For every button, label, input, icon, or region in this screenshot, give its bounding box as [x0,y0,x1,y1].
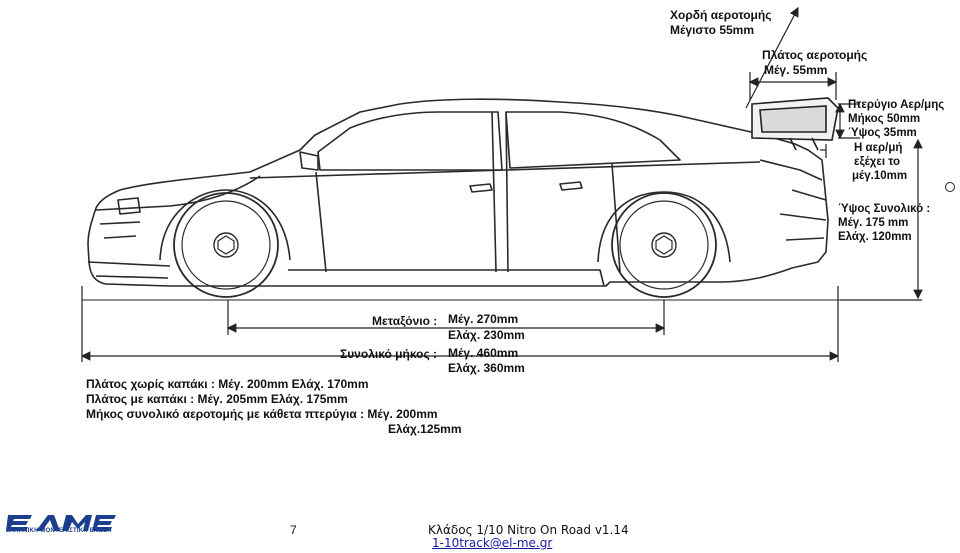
total-length-label: Συνολικό μήκος : [340,347,438,361]
overhang-line-3: μέγ.10mm [852,170,908,182]
total-height-title: Ύψος Συνολικό : [838,203,931,215]
fin-title: Πτερύγιο Αερ/μης [848,99,945,111]
total-height-min: Ελάχ. 120mm [838,231,912,243]
email-link[interactable]: 1-10track@el-me.gr [432,536,553,550]
front-wheel [159,189,291,298]
overhang-line-2: εξέχει το [854,156,901,168]
logo-caption: ΕΛΛΗΝΙΚΗ ΜΟΝΤΕΛΙΣΤΙΚΗ ΕΝΩΣΗ [6,528,112,534]
chord-max: Μέγιστο 55mm [670,23,754,37]
overhang-line-1: Η αερ/μή [854,142,903,154]
total-length-max: Μέγ. 460mm [448,346,519,360]
wing-total-min: Ελάχ.125mm [388,422,462,436]
wheelbase-label: Μεταξόνιο : [372,314,438,328]
fin-height: Ύψος 35mm [848,127,917,139]
document-title: Κλάδος 1/10 Nitro On Road v1.14 [428,523,629,537]
circle-mark [945,182,955,192]
wing-total-length: Μήκος συνολικό αεροτομής με κάθετα πτερύ… [86,407,438,421]
width-with-body: Πλάτος με καπάκι : Μέγ. 205mm Ελάχ. 175m… [86,392,348,406]
elme-logo [6,515,116,531]
total-length-min: Ελάχ. 360mm [448,361,525,375]
fin-length: Μήκος 50mm [848,113,921,125]
wing-width-max: Μέγ. 55mm [764,63,828,77]
page-number: 7 [290,523,297,537]
chord-title: Χορδή αεροτομής [670,8,772,22]
dimension-lines [80,6,923,362]
car-body [87,98,829,287]
width-no-body: Πλάτος χωρίς καπάκι : Μέγ. 200mm Ελάχ. 1… [86,377,369,391]
rear-wheel [597,191,731,298]
wheelbase-min: Ελάχ. 230mm [448,328,525,342]
wing-width-title: Πλάτος αεροτομής [762,48,868,62]
rear-wing [751,97,839,151]
total-height-max: Μέγ. 175 mm [838,217,909,229]
wheelbase-max: Μέγ. 270mm [448,312,519,326]
